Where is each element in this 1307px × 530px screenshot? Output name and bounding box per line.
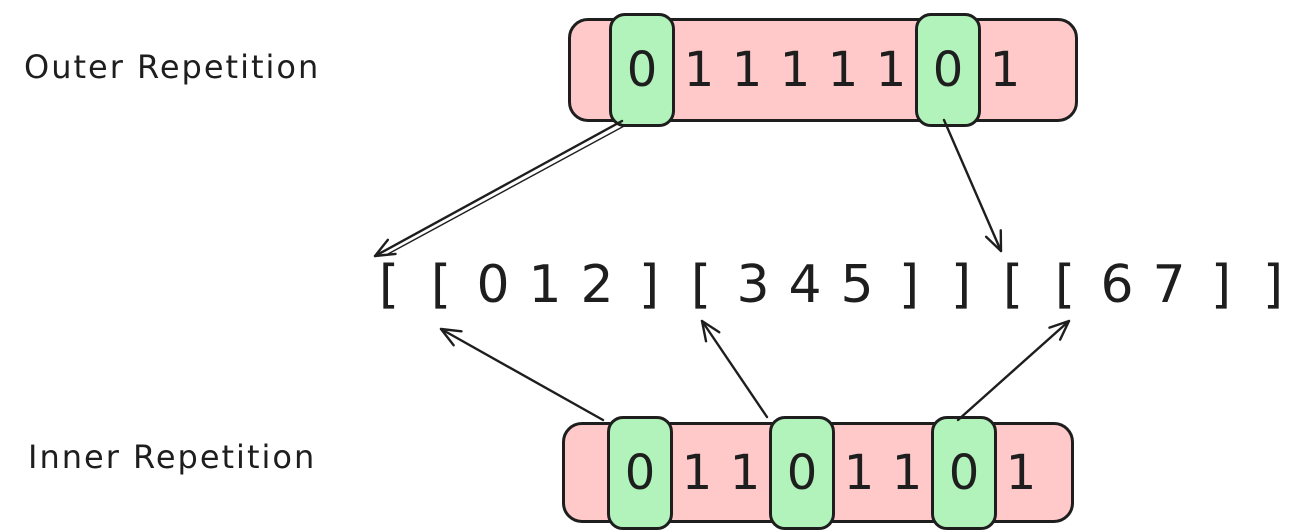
bit-cell: 1 [1005,444,1037,501]
arrow-inner0-to-first-inner-bracket [439,327,605,422]
bit-cell: 1 [681,444,713,501]
bracket-char: [ [690,255,712,315]
bit-cell-highlighted: 0 [769,415,835,530]
bit-cell-highlighted: 0 [915,13,981,127]
bit-cell: 1 [891,444,923,501]
bracket-char: ] [638,255,660,315]
bracket-char: ] [898,255,920,315]
inner-repetition-label: Inner Repetition [28,438,317,476]
bit-cell-highlighted: 0 [609,13,675,127]
bracket-char: ] [1210,255,1232,315]
bit-cell: 1 [731,42,763,98]
number-char: 6 [1100,255,1134,315]
bit-cell: 1 [989,42,1021,98]
number-char: 2 [580,255,614,315]
number-char: 1 [528,255,562,315]
bracket-char: [ [1002,255,1024,315]
bracket-char: ] [1262,255,1284,315]
bit-cell: 1 [875,42,907,98]
bracket-char: [ [378,255,400,315]
outer-repetition-bit-row: 0 1 1 1 1 1 0 1 [568,13,1078,127]
bit-cell-highlighted: 0 [931,415,997,530]
outer-repetition-label: Outer Repetition [24,48,321,86]
bracket-char: [ [1054,255,1076,315]
arrow-inner0c-to-third-inner-bracket [956,319,1071,422]
arrow-outer0b-to-second-outer-bracket [942,118,1003,253]
arrow-outer0-to-first-outer-bracket [373,119,624,258]
arrow-inner0b-to-second-inner-bracket [700,319,769,419]
number-char: 7 [1152,255,1186,315]
nested-list-text: [ [ 0 1 2 ] [ 3 4 5 ] ] [ [ 6 7 ] ] [363,248,1299,322]
inner-repetition-bit-row: 0 1 1 0 1 1 0 1 [562,415,1074,530]
bit-cell: 1 [683,42,715,98]
bit-cell: 1 [843,444,875,501]
number-char: 5 [840,255,874,315]
bit-cell: 1 [729,444,761,501]
arrow-outer0-sketch-stroke [387,124,627,255]
bit-cell: 1 [827,42,859,98]
bit-cell-highlighted: 0 [607,415,673,530]
bit-cell: 1 [779,42,811,98]
number-char: 3 [736,255,770,315]
bracket-char: ] [950,255,972,315]
number-char: 4 [788,255,822,315]
number-char: 0 [476,255,510,315]
bracket-char: [ [430,255,452,315]
